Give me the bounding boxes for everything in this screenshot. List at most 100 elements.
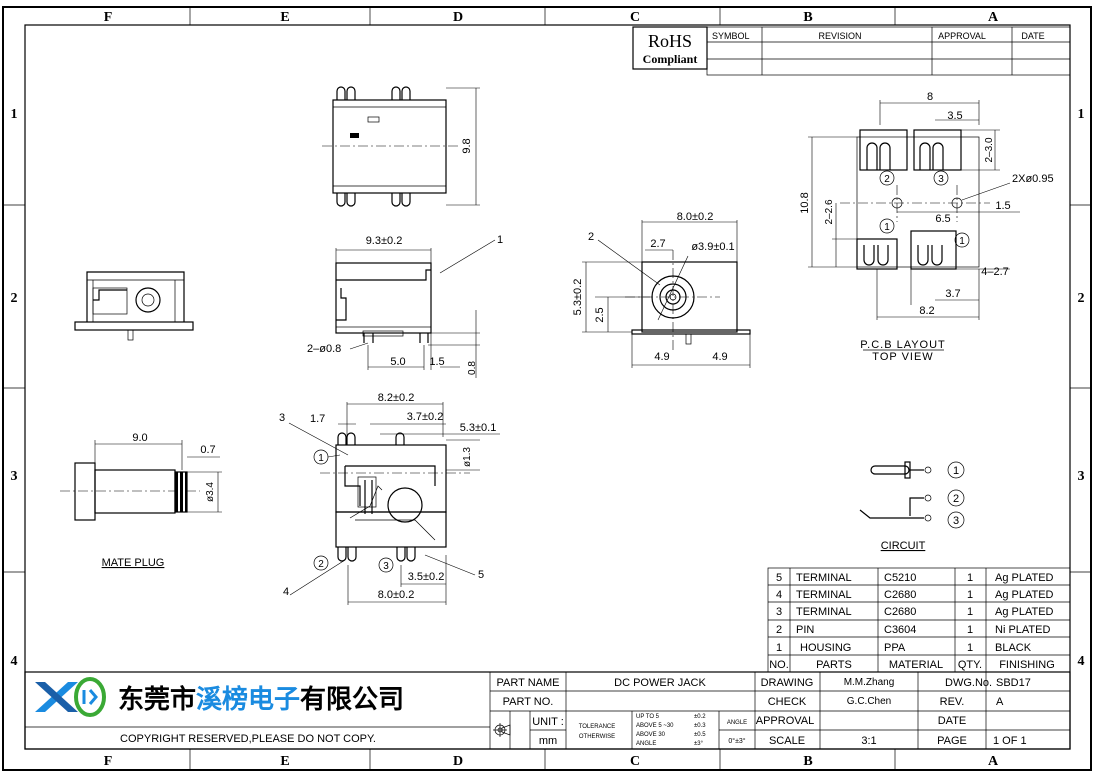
pcb-pad-1b: 1: [959, 236, 965, 247]
zone-col-b-top: B: [803, 10, 812, 25]
pcb-pad-2: 2: [884, 174, 890, 185]
pcb-dim-3-7: 3.7: [945, 288, 960, 300]
pcb-dim-3-5: 3.5: [947, 110, 962, 122]
front-height-dim: 9.8: [461, 138, 473, 153]
bom-row-1-finish: BLACK: [995, 642, 1032, 654]
end-half-right-dim: 4.9: [712, 351, 727, 363]
bom-row-2-finish: Ni PLATED: [995, 624, 1050, 636]
bom-row-2-part: PIN: [796, 624, 814, 636]
bom-row-4-no: 4: [776, 589, 782, 601]
part-name-label: PART NAME: [497, 677, 560, 689]
tolerance-label-2: OTHERWISE: [579, 734, 615, 740]
bom-header-no: NO.: [769, 659, 789, 671]
rev-label: REV.: [940, 696, 965, 708]
part-name-value: DC POWER JACK: [614, 677, 706, 689]
company-name-part-1: 东莞市: [118, 684, 196, 714]
bom-row-4-finish: Ag PLATED: [995, 589, 1054, 601]
top-pin-marker-1: 1: [318, 453, 324, 464]
tol-range-3: ABOVE 30: [636, 732, 666, 738]
top-pin-marker-2: 2: [318, 559, 324, 570]
side-pin-dia: 2–ø0.8: [307, 343, 341, 355]
bom-row-5-part: TERMINAL: [796, 572, 852, 584]
plug-dia-dim: ø3.4: [205, 482, 216, 502]
tol-range-1: UP TO 5: [636, 714, 660, 720]
rohs-title: RoHS: [648, 31, 692, 51]
top-pin-spacing: 3.5±0.2: [408, 571, 445, 583]
bom-header-material: MATERIAL: [889, 659, 943, 671]
zone-row-3-left: 3: [11, 469, 18, 484]
zone-row-1-left: 1: [11, 107, 18, 122]
rev-symbol-header: SYMBOL: [712, 31, 750, 41]
date-label: DATE: [938, 715, 967, 727]
pcb-dim-4-2-7: 4–2.7: [981, 266, 1009, 278]
zone-row-4-left: 4: [11, 654, 18, 669]
side-pin-offset: 1.5: [429, 356, 444, 368]
zone-col-a-top: A: [988, 10, 999, 25]
bom-row-3-finish: Ag PLATED: [995, 606, 1054, 618]
zone-col-b-bottom: B: [803, 754, 812, 769]
bom-row-5-qty: 1: [967, 572, 973, 584]
top-dim-5-3: 5.3±0.1: [460, 422, 497, 434]
zone-col-c-bottom: C: [630, 754, 640, 769]
bom-row-3-no: 3: [776, 606, 782, 618]
bom-header-qty: QTY.: [958, 659, 982, 671]
bom-row-2-qty: 1: [967, 624, 973, 636]
rev-value: A: [996, 696, 1004, 708]
pcb-subtitle: TOP VIEW: [872, 351, 933, 363]
company-name: 东莞市溪榜电子有限公司: [118, 684, 404, 714]
bom-row-1-no: 1: [776, 642, 782, 654]
left-view: [74, 271, 194, 341]
unit-label: UNIT :: [532, 716, 564, 728]
pcb-title: P.C.B LAYOUT: [860, 339, 946, 351]
zone-col-e-bottom: E: [280, 754, 289, 769]
top-view: 8.2±0.2 1.7 3.7±0.2 5.3±0.1 ø1.3 8.0±0.2…: [279, 392, 500, 605]
pcb-holes: 2Xø0.95: [1012, 173, 1054, 185]
top-pin-marker-3: 3: [383, 561, 389, 572]
bom-row-5-no: 5: [776, 572, 782, 584]
front-view: 9.8: [322, 86, 480, 207]
rohs-mark: RoHS Compliant: [632, 26, 708, 70]
top-bottom-width: 8.0±0.2: [378, 589, 415, 601]
plug-label: MATE PLUG: [102, 557, 165, 569]
top-dim-3-7: 3.7±0.2: [407, 411, 444, 423]
bom-row-3-part: TERMINAL: [796, 606, 852, 618]
bom-row-3-material: C2680: [884, 606, 916, 618]
company-logo: [35, 677, 106, 717]
bom-row-3-qty: 1: [967, 606, 973, 618]
check-value: G.C.Chen: [847, 696, 891, 707]
pcb-dim-1-5: 1.5: [995, 200, 1010, 212]
pcb-pad-3: 3: [938, 174, 944, 185]
pcb-dim-6-5: 6.5: [935, 213, 950, 225]
circuit: 1 2 3 CIRCUIT: [859, 461, 965, 552]
end-width-dim: 8.0±0.2: [677, 211, 714, 223]
zone-row-2-left: 2: [11, 291, 18, 306]
plug-tip-dim: 0.7: [200, 444, 215, 456]
drawing-value: M.M.Zhang: [844, 677, 895, 688]
tolerance-label-1: TOLERANCE: [579, 724, 616, 730]
bom-row-1-material: PPA: [884, 642, 906, 654]
rev-approval-header: APPROVAL: [938, 31, 986, 41]
end-center-height-dim: 2.5: [594, 307, 606, 322]
side-view: 9.3±0.2 1 2–ø0.8 5.0 1.5 0.8: [307, 234, 503, 378]
end-callout-2: 2: [588, 231, 594, 243]
bom-row-1-part: HOUSING: [800, 642, 851, 654]
bom-row-1-qty: 1: [967, 642, 973, 654]
revision-table: SYMBOL REVISION APPROVAL DATE: [706, 26, 1071, 76]
zone-col-d-top: D: [453, 10, 463, 25]
unit-value: mm: [539, 735, 557, 747]
tol-val-4: ±3°: [694, 741, 704, 747]
pcb-dim-2-3: 2–3.0: [984, 137, 995, 162]
dwg-no-value: SBD17: [996, 677, 1031, 689]
tol-val-1: ±0.2: [694, 714, 706, 720]
company-name-part-3: 有限公司: [300, 684, 404, 714]
top-dim-1-7: 1.7: [310, 413, 325, 425]
top-width-dim: 8.2±0.2: [378, 392, 415, 404]
plug-length-dim: 9.0: [132, 432, 147, 444]
part-no-label: PART NO.: [503, 696, 554, 708]
zone-col-f-bottom: F: [104, 754, 113, 769]
zone-col-e-top: E: [280, 10, 289, 25]
angle-value: 0°±3°: [728, 737, 745, 745]
sheet-frame: [2, 6, 1092, 771]
angle-label: ANGLE: [727, 720, 747, 726]
